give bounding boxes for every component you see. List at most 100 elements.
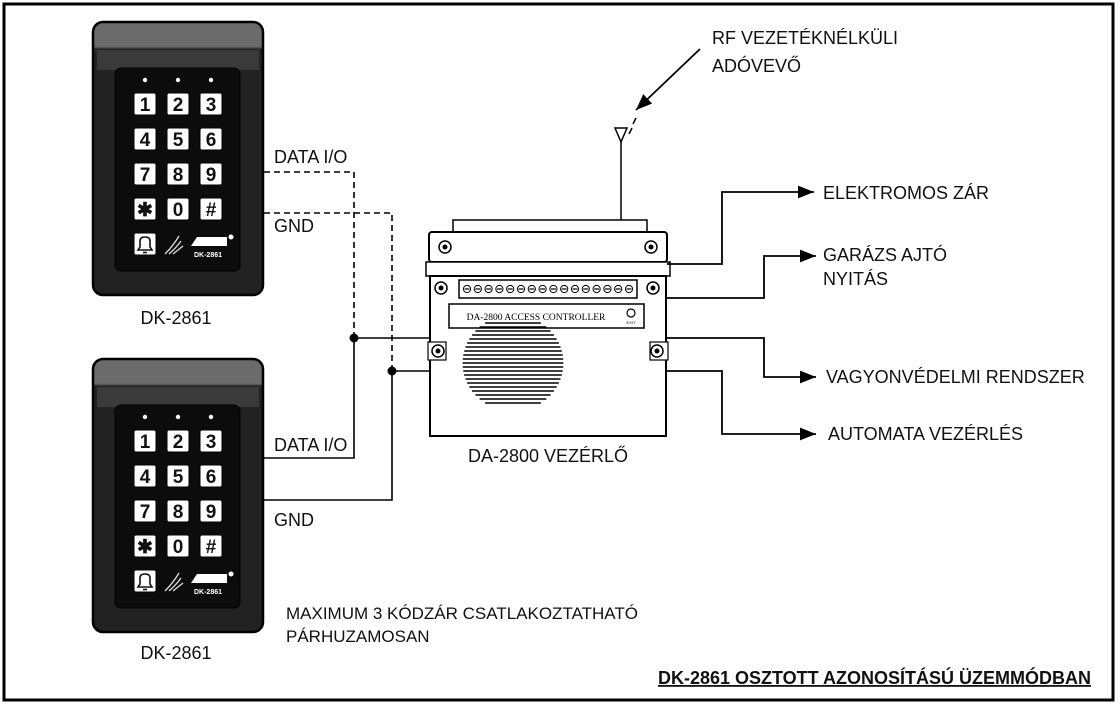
- exit-button-icon: [626, 308, 636, 318]
- keypad-top-key-label: 8: [173, 165, 184, 186]
- keypad-top-key-label: 5: [173, 130, 184, 151]
- rf-label-line2: ADÓVEVŐ: [712, 55, 801, 76]
- diagram-caption: DK-2861 OSZTOTT AZONOSÍTÁSÚ ÜZEMMÓDBAN: [658, 667, 1091, 688]
- top-data-label: DATA I/O: [274, 147, 347, 167]
- keypad-bottom-key: #: [199, 534, 223, 558]
- keypad-top-key: 2: [166, 92, 190, 116]
- controller-panel-text: DA-2800 ACCESS CONTROLLER: [467, 313, 606, 323]
- keypad-top-key: #: [199, 197, 223, 221]
- terminal-strip: [458, 279, 638, 299]
- bottom-keypad-wires: [264, 337, 430, 501]
- bottom-data-label: DATA I/O: [274, 435, 347, 455]
- output-security-label: VAGYONVÉDELMI RENDSZER: [826, 367, 1085, 387]
- keypad-bottom-key-label: 3: [206, 432, 217, 453]
- keypad-top-key-label: 3: [206, 95, 217, 116]
- keypad-bottom-key: 2: [166, 429, 190, 453]
- keypad-bottom-key: 6: [199, 464, 223, 488]
- keypad-bottom-brand-tag: DK-2861: [194, 589, 222, 596]
- keypad-top-proximity-icon: [164, 235, 184, 255]
- rf-label-line1: RF VEZETÉKNÉLKÜLI: [712, 28, 898, 48]
- keypad-bottom-key: 4: [133, 464, 157, 488]
- keypad-top-led-icon: [208, 77, 214, 83]
- keypad-bottom-key-label: 9: [206, 502, 217, 523]
- bottom-data-wire: [264, 337, 430, 459]
- keypad-top-brand-logo: DK-2861: [191, 234, 234, 259]
- keypad-top-key: 8: [166, 162, 190, 186]
- keypad-bottom-key: 9: [199, 499, 223, 523]
- keypad-top-brand-tag: DK-2861: [194, 252, 222, 259]
- controller-da2800: DA-2800 ACCESS CONTROLLER EXIT: [425, 219, 671, 437]
- keypad-top-key: 5: [166, 127, 190, 151]
- exit-label: EXIT: [627, 320, 636, 325]
- note-line2: PÁRHUZAMOSAN: [286, 627, 430, 646]
- keypad-top-key-label: 4: [140, 130, 151, 151]
- output-automation-label: AUTOMATA VEZÉRLÉS: [828, 424, 1023, 444]
- output-garage-label-1: GARÁZS AJTÓ: [823, 244, 947, 265]
- top-data-wire: [264, 171, 355, 338]
- keypad-top-key-label: #: [206, 200, 217, 221]
- keypad-bottom-label: DK-2861: [140, 643, 211, 663]
- keypad-top-led-icon: [175, 77, 181, 83]
- keypad-bottom-proximity-icon: [164, 572, 184, 592]
- keypad-top-key: 9: [199, 162, 223, 186]
- top-gnd-label: GND: [274, 216, 314, 236]
- junction-dot-data: [349, 333, 359, 343]
- output-lock-label: ELEKTROMOS ZÁR: [823, 183, 989, 203]
- junction-dot-gnd: [387, 366, 397, 376]
- keypad-top-key: 7: [133, 162, 157, 186]
- bottom-gnd-wire: [264, 370, 430, 501]
- output-arrow-garage: [667, 249, 816, 299]
- keypad-bottom: 1 2 3 4 5 6 7 8 9 ✱ 0 # DK-2861: [91, 357, 265, 634]
- bottom-gnd-label: GND: [274, 510, 314, 530]
- keypad-bottom-key-label: #: [206, 537, 217, 558]
- antenna-icon: [613, 117, 637, 220]
- keypad-bottom-led-icon: [175, 414, 181, 420]
- rf-pointer-arrow: [635, 48, 701, 111]
- keypad-bottom-led-icon: [142, 414, 148, 420]
- keypad-bottom-key-label: 0: [173, 537, 184, 558]
- output-arrow-security: [667, 337, 816, 384]
- top-gnd-wire: [264, 212, 393, 371]
- note-line1: MAXIMUM 3 KÓDZÁR CSATLAKOZTATHATÓ: [286, 604, 638, 623]
- keypad-top-bell-icon: [133, 232, 157, 256]
- keypad-bottom-key: 0: [166, 534, 190, 558]
- keypad-bottom-key-label: 7: [140, 502, 151, 523]
- keypad-bottom-led-icon: [208, 414, 214, 420]
- keypad-bottom-key: 8: [166, 499, 190, 523]
- keypad-top-key: 4: [133, 127, 157, 151]
- keypad-top-key-label: 1: [140, 95, 151, 116]
- keypad-bottom-key-label: 1: [140, 432, 151, 453]
- keypad-bottom-key-label: ✱: [137, 537, 153, 558]
- keypad-bottom-bell-icon: [133, 569, 157, 593]
- keypad-bottom-key-label: 2: [173, 432, 184, 453]
- keypad-top-key-label: 0: [173, 200, 184, 221]
- output-arrow-automation: [667, 370, 816, 441]
- keypad-top-key-label: 7: [140, 165, 151, 186]
- keypad-bottom-key-label: 8: [173, 502, 184, 523]
- keypad-top-key: 3: [199, 92, 223, 116]
- keypad-top-key: 0: [166, 197, 190, 221]
- keypad-bottom-key: 1: [133, 429, 157, 453]
- keypad-top-label: DK-2861: [140, 308, 211, 328]
- keypad-bottom-key: 3: [199, 429, 223, 453]
- keypad-top-key-label: ✱: [137, 200, 153, 221]
- top-keypad-wires: [264, 171, 393, 371]
- keypad-bottom-brand-logo: DK-2861: [191, 571, 234, 596]
- keypad-bottom-key-label: 4: [140, 467, 151, 488]
- keypad-bottom-key: 5: [166, 464, 190, 488]
- output-garage-label-2: NYITÁS: [823, 269, 888, 289]
- keypad-bottom-key: ✱: [133, 534, 157, 558]
- keypad-top-key: 6: [199, 127, 223, 151]
- keypad-bottom-key-label: 6: [206, 467, 217, 488]
- output-arrow-lock: [667, 185, 814, 265]
- keypad-bottom-key: 7: [133, 499, 157, 523]
- keypad-top-key: 1: [133, 92, 157, 116]
- keypad-top-led-icon: [142, 77, 148, 83]
- speaker-grille-icon: [462, 322, 564, 404]
- keypad-bottom-key-label: 5: [173, 467, 184, 488]
- controller-label: DA-2800 VEZÉRLŐ: [468, 445, 628, 466]
